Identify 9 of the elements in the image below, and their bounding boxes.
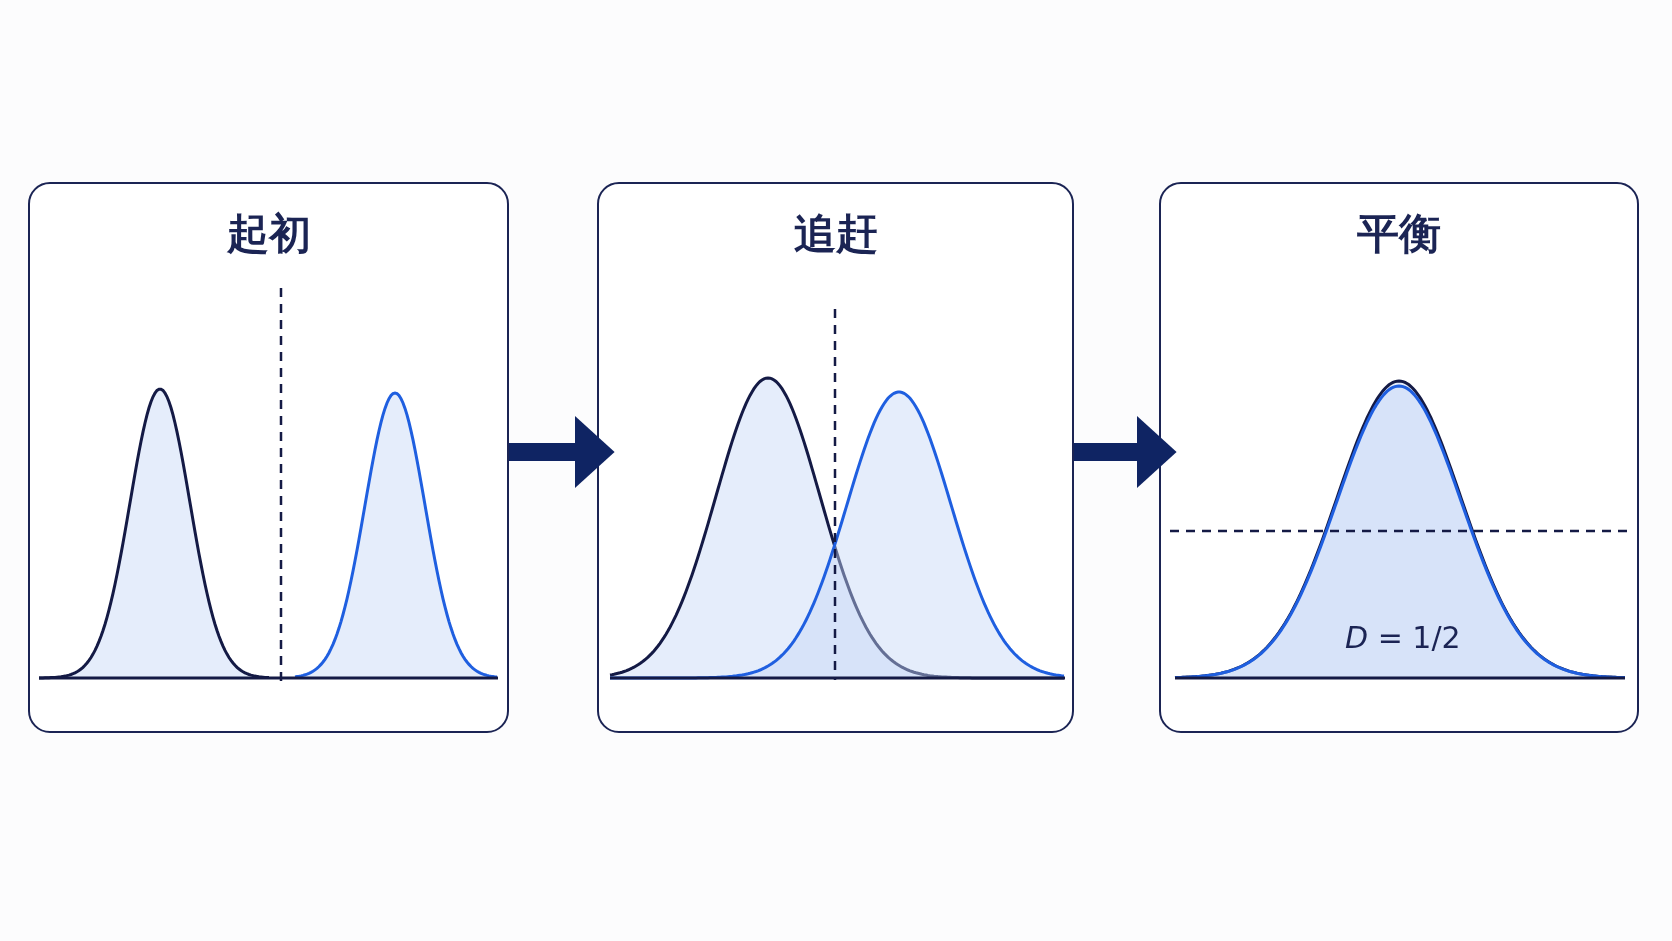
formula-label: D = 1/2: [1345, 620, 1461, 655]
panel-box: [1159, 182, 1639, 733]
arrow: [509, 416, 615, 488]
panel-box: [28, 182, 509, 733]
panel-title: 平衡: [1357, 208, 1441, 260]
panel-title: 追赶: [793, 208, 878, 260]
arrow: [1074, 416, 1177, 488]
panel-box: [597, 182, 1074, 733]
panel-title: 起初: [226, 208, 311, 260]
